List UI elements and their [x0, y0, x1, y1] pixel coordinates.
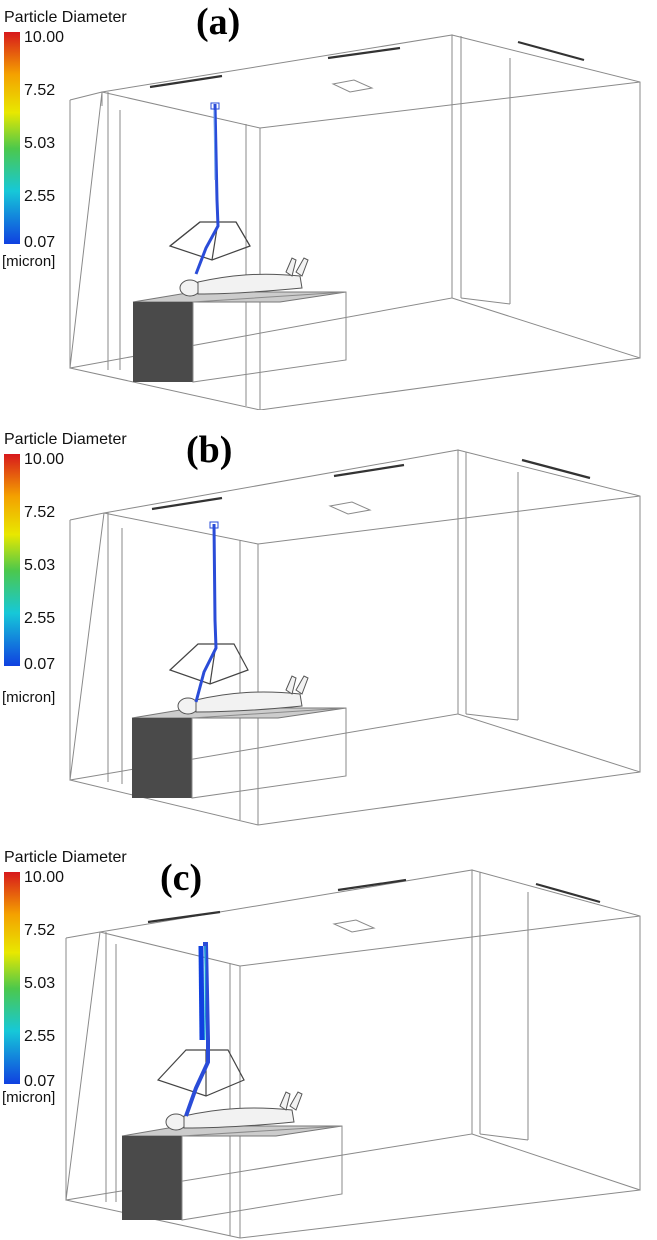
colorbar-tick: 5.03: [24, 975, 55, 992]
colorbar-tick: 2.55: [24, 610, 55, 627]
patient-figure: [165, 1091, 303, 1131]
colorbar-unit: [micron]: [2, 1089, 55, 1106]
particle-trajectory: [194, 521, 219, 703]
colorbar-tick: 5.03: [24, 135, 55, 152]
colorbar-tick-max: 10.00: [24, 869, 64, 886]
ceiling-vent: [333, 463, 405, 478]
colorbar: Particle Diameter 10.00 7.52 5.03 2.55 0…: [2, 431, 127, 706]
room-wireframe: [69, 34, 641, 410]
ceiling-vent: [149, 74, 223, 89]
colorbar-tick: 7.52: [24, 504, 55, 521]
particle-trajectory: [194, 102, 220, 275]
room-wireframe: [69, 449, 641, 826]
ceiling-vent: [327, 46, 401, 60]
colorbar-gradient: [4, 454, 20, 666]
panel-c: Particle Diameter 10.00 7.52 5.03 2.55 0…: [0, 840, 657, 1240]
ceiling-vent: [337, 878, 407, 892]
colorbar-tick: 2.55: [24, 1028, 55, 1045]
colorbar-title: Particle Diameter: [4, 9, 127, 26]
colorbar-tick: 2.55: [24, 188, 55, 205]
colorbar-tick: 7.52: [24, 922, 55, 939]
colorbar-tick-min: 0.07: [24, 234, 55, 251]
room-diagram: Particle Diameter 10.00 7.52 5.03 2.55 0…: [2, 849, 641, 1239]
ceiling-outlet: [331, 79, 374, 93]
colorbar-unit: [micron]: [2, 253, 55, 270]
colorbar-title: Particle Diameter: [4, 431, 127, 448]
colorbar: Particle Diameter 10.00 7.52 5.03 2.55 0…: [2, 849, 127, 1106]
colorbar-tick-min: 0.07: [24, 656, 55, 673]
particle-trajectory: [184, 942, 210, 1117]
ceiling-vent: [517, 40, 585, 62]
ceiling-vent: [521, 458, 591, 480]
colorbar-tick: 7.52: [24, 82, 55, 99]
colorbar-tick-max: 10.00: [24, 451, 64, 468]
ceiling-outlet: [328, 501, 372, 515]
room-wireframe: [65, 869, 641, 1239]
surgical-lamp: [156, 1049, 245, 1097]
colorbar-gradient: [4, 32, 20, 244]
panel-a: Particle Diameter 10.00 7.52 5.03 2.55 0…: [0, 0, 657, 410]
ceiling-vent: [535, 882, 601, 904]
colorbar-title: Particle Diameter: [4, 849, 127, 866]
ceiling-vent: [147, 910, 221, 924]
colorbar: Particle Diameter 10.00 7.52 5.03 2.55 0…: [2, 9, 127, 270]
room-diagram: Particle Diameter 10.00 7.52 5.03 2.55 0…: [2, 429, 641, 826]
patient-figure: [177, 675, 309, 715]
panel-label: (c): [160, 857, 202, 899]
colorbar-gradient: [4, 872, 20, 1084]
patient-figure: [179, 257, 309, 297]
colorbar-unit: [micron]: [2, 689, 55, 706]
colorbar-tick-min: 0.07: [24, 1073, 55, 1090]
operating-bed: [131, 707, 347, 799]
ceiling-vent: [151, 496, 223, 511]
colorbar-tick: 5.03: [24, 557, 55, 574]
panel-b: Particle Diameter 10.00 7.52 5.03 2.55 0…: [0, 420, 657, 830]
ceiling-outlet: [332, 919, 376, 933]
panel-label: (b): [186, 429, 232, 471]
room-diagram: Particle Diameter 10.00 7.52 5.03 2.55 0…: [2, 1, 641, 410]
panel-label: (a): [196, 1, 240, 43]
colorbar-tick-max: 10.00: [24, 29, 64, 46]
